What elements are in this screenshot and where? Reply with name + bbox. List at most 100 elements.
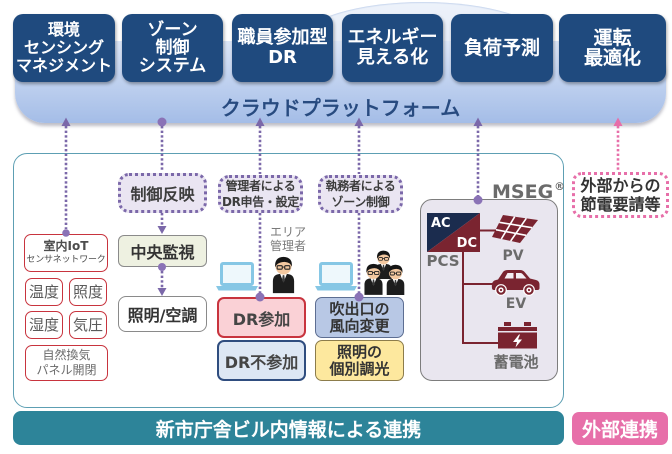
people-group-icon xyxy=(364,250,405,295)
service-energy-visualization: エネルギー 見える化 xyxy=(342,14,443,82)
airflow-label-line: 吹出口の xyxy=(329,300,390,318)
solar-grid-line xyxy=(500,216,516,240)
external-power-saving-request-box: 外部からの 節電要請等 xyxy=(572,172,669,218)
car-window xyxy=(504,273,514,279)
pv-label: PV xyxy=(498,248,528,264)
service-environment-sensing-management: 環境 センシング マネジメント xyxy=(13,14,115,82)
iot-sensor-network-subtitle: センサネットワーク xyxy=(26,255,106,265)
service-staff-participation-dr: 職員参加型 DR xyxy=(232,14,333,82)
sensor-illuminance: 照度 xyxy=(69,278,107,306)
car-wheel-hub xyxy=(527,288,531,292)
ev-label: EV xyxy=(501,296,531,312)
laptop-icon xyxy=(216,262,258,291)
car-window xyxy=(516,273,527,279)
service-label-line: システム xyxy=(138,56,207,76)
service-label-line: 見える化 xyxy=(356,47,429,68)
laptop-screen xyxy=(220,262,254,286)
ventilation-label-line: 自然換気 xyxy=(42,348,91,362)
ventilation-label-line: パネル開閉 xyxy=(36,363,97,377)
building-integration-label: 新市庁舎ビル内情報による連携 xyxy=(155,418,422,441)
central-monitoring-label: 中央監視 xyxy=(130,243,195,262)
ev-label-text: EV xyxy=(505,296,527,312)
service-label-line: ゾーン xyxy=(147,20,198,40)
building-data-integration-banner: 新市庁舎ビル内情報による連携 xyxy=(13,411,564,445)
mseg-title-text: MSEG xyxy=(492,181,554,203)
iot-sensor-network-title: 室内IoT xyxy=(43,239,89,253)
dc-side xyxy=(427,213,480,252)
external-integration-label: 外部連携 xyxy=(581,419,658,441)
pcs-label-text: PCS xyxy=(426,252,460,270)
external-request-label-line: 外部からの xyxy=(580,176,661,195)
solar-panel-icon xyxy=(492,215,538,243)
service-label-line: 運転 xyxy=(593,27,632,49)
iot-sensor-network-box: 室内IoT センサネットワーク xyxy=(24,234,108,272)
manager-dr-label-line: DR申告・設定 xyxy=(221,195,300,209)
laptop-screen xyxy=(319,262,353,286)
pv-label-text: PV xyxy=(502,248,524,264)
lighting-hvac-box: 照明/空調 xyxy=(118,296,207,332)
lighting-hvac-label: 照明/空調 xyxy=(127,306,198,325)
sensor-air-pressure: 気圧 xyxy=(69,311,107,339)
battery-icon xyxy=(498,322,537,349)
storage-battery-label-text: 蓄電池 xyxy=(493,352,539,371)
service-label-line: 職員参加型 xyxy=(237,27,328,48)
service-label-line: 環境 xyxy=(47,20,80,39)
person-icon xyxy=(272,256,295,294)
dr-participation-label: DR参加 xyxy=(232,309,291,329)
sensor-label: 照度 xyxy=(72,283,103,301)
laptop-icon xyxy=(315,262,357,291)
connector-external-request-to-cloud xyxy=(613,117,623,171)
service-label-line: DR xyxy=(268,47,297,68)
cloud-platform-label-text: クラウドプラットフォーム xyxy=(220,96,461,120)
service-zone-control-system: ゾーン 制御 システム xyxy=(122,14,223,82)
control-feedback-label: 制御反映 xyxy=(130,185,195,204)
dimming-label-line: 照明の xyxy=(336,342,382,361)
service-label-line: センシング xyxy=(23,38,104,57)
worker-zone-label-line: ゾーン制御 xyxy=(331,195,390,209)
registered-mark: ® xyxy=(554,180,566,193)
manager-dr-declaration-box: 管理者による DR申告・設定 xyxy=(218,175,303,213)
service-label-line: 負荷予測 xyxy=(463,37,540,59)
area-manager-label: エリア 管理者 xyxy=(266,225,310,253)
dr-non-participation-box: DR不参加 xyxy=(217,340,306,381)
service-label-line: エネルギー xyxy=(347,27,438,48)
area-manager-figure xyxy=(272,256,295,294)
cloud-platform-label: クラウドプラットフォーム xyxy=(15,96,666,120)
external-integration-banner: 外部連携 xyxy=(572,412,668,445)
laptop-base xyxy=(216,286,258,291)
ac-label: AC xyxy=(431,216,451,231)
external-request-label-line: 節電要請等 xyxy=(580,195,661,214)
sensor-temperature: 温度 xyxy=(25,278,63,306)
dc-label: DC xyxy=(457,236,477,251)
sensor-label: 気圧 xyxy=(72,316,103,334)
area-manager-label-line: エリア xyxy=(269,225,306,239)
service-label-line: マネジメント xyxy=(15,56,112,75)
manager-dr-label-line: 管理者による xyxy=(225,179,296,193)
service-operation-optimization: 運転 最適化 xyxy=(559,14,666,82)
worker-zone-label-line: 執務者による xyxy=(325,179,396,193)
control-feedback-box: 制御反映 xyxy=(118,173,207,213)
solar-grid-line xyxy=(510,217,527,242)
battery-terminal xyxy=(504,322,511,326)
car-wheel-hub xyxy=(499,288,503,292)
person-icon xyxy=(386,264,405,295)
solar-panel-frame xyxy=(492,215,538,243)
person-icon xyxy=(364,263,383,295)
area-manager-label-line: 管理者 xyxy=(269,238,306,253)
battery-lid xyxy=(498,327,537,331)
lightning-bolt-icon xyxy=(513,334,522,348)
pcs-label: PCS xyxy=(424,252,462,270)
individual-dimming-box: 照明の 個別調光 xyxy=(315,340,404,381)
storage-battery-label: 蓄電池 xyxy=(488,353,544,370)
natural-ventilation-panel-box: 自然換気 パネル開閉 xyxy=(25,345,108,381)
battery-terminal xyxy=(524,322,531,326)
dr-participation-box: DR参加 xyxy=(217,297,306,338)
airflow-label-line: 風向変更 xyxy=(329,316,390,335)
solar-grid-line xyxy=(499,221,533,229)
car-icon xyxy=(491,270,540,296)
airflow-direction-box: 吹出口の 風向変更 xyxy=(315,297,404,338)
laptop-base xyxy=(315,286,357,291)
mseg-title: MSEG ® xyxy=(492,180,565,204)
ac-dc-converter-icon: AC DC xyxy=(427,213,480,252)
central-monitoring-box: 中央監視 xyxy=(118,235,207,267)
